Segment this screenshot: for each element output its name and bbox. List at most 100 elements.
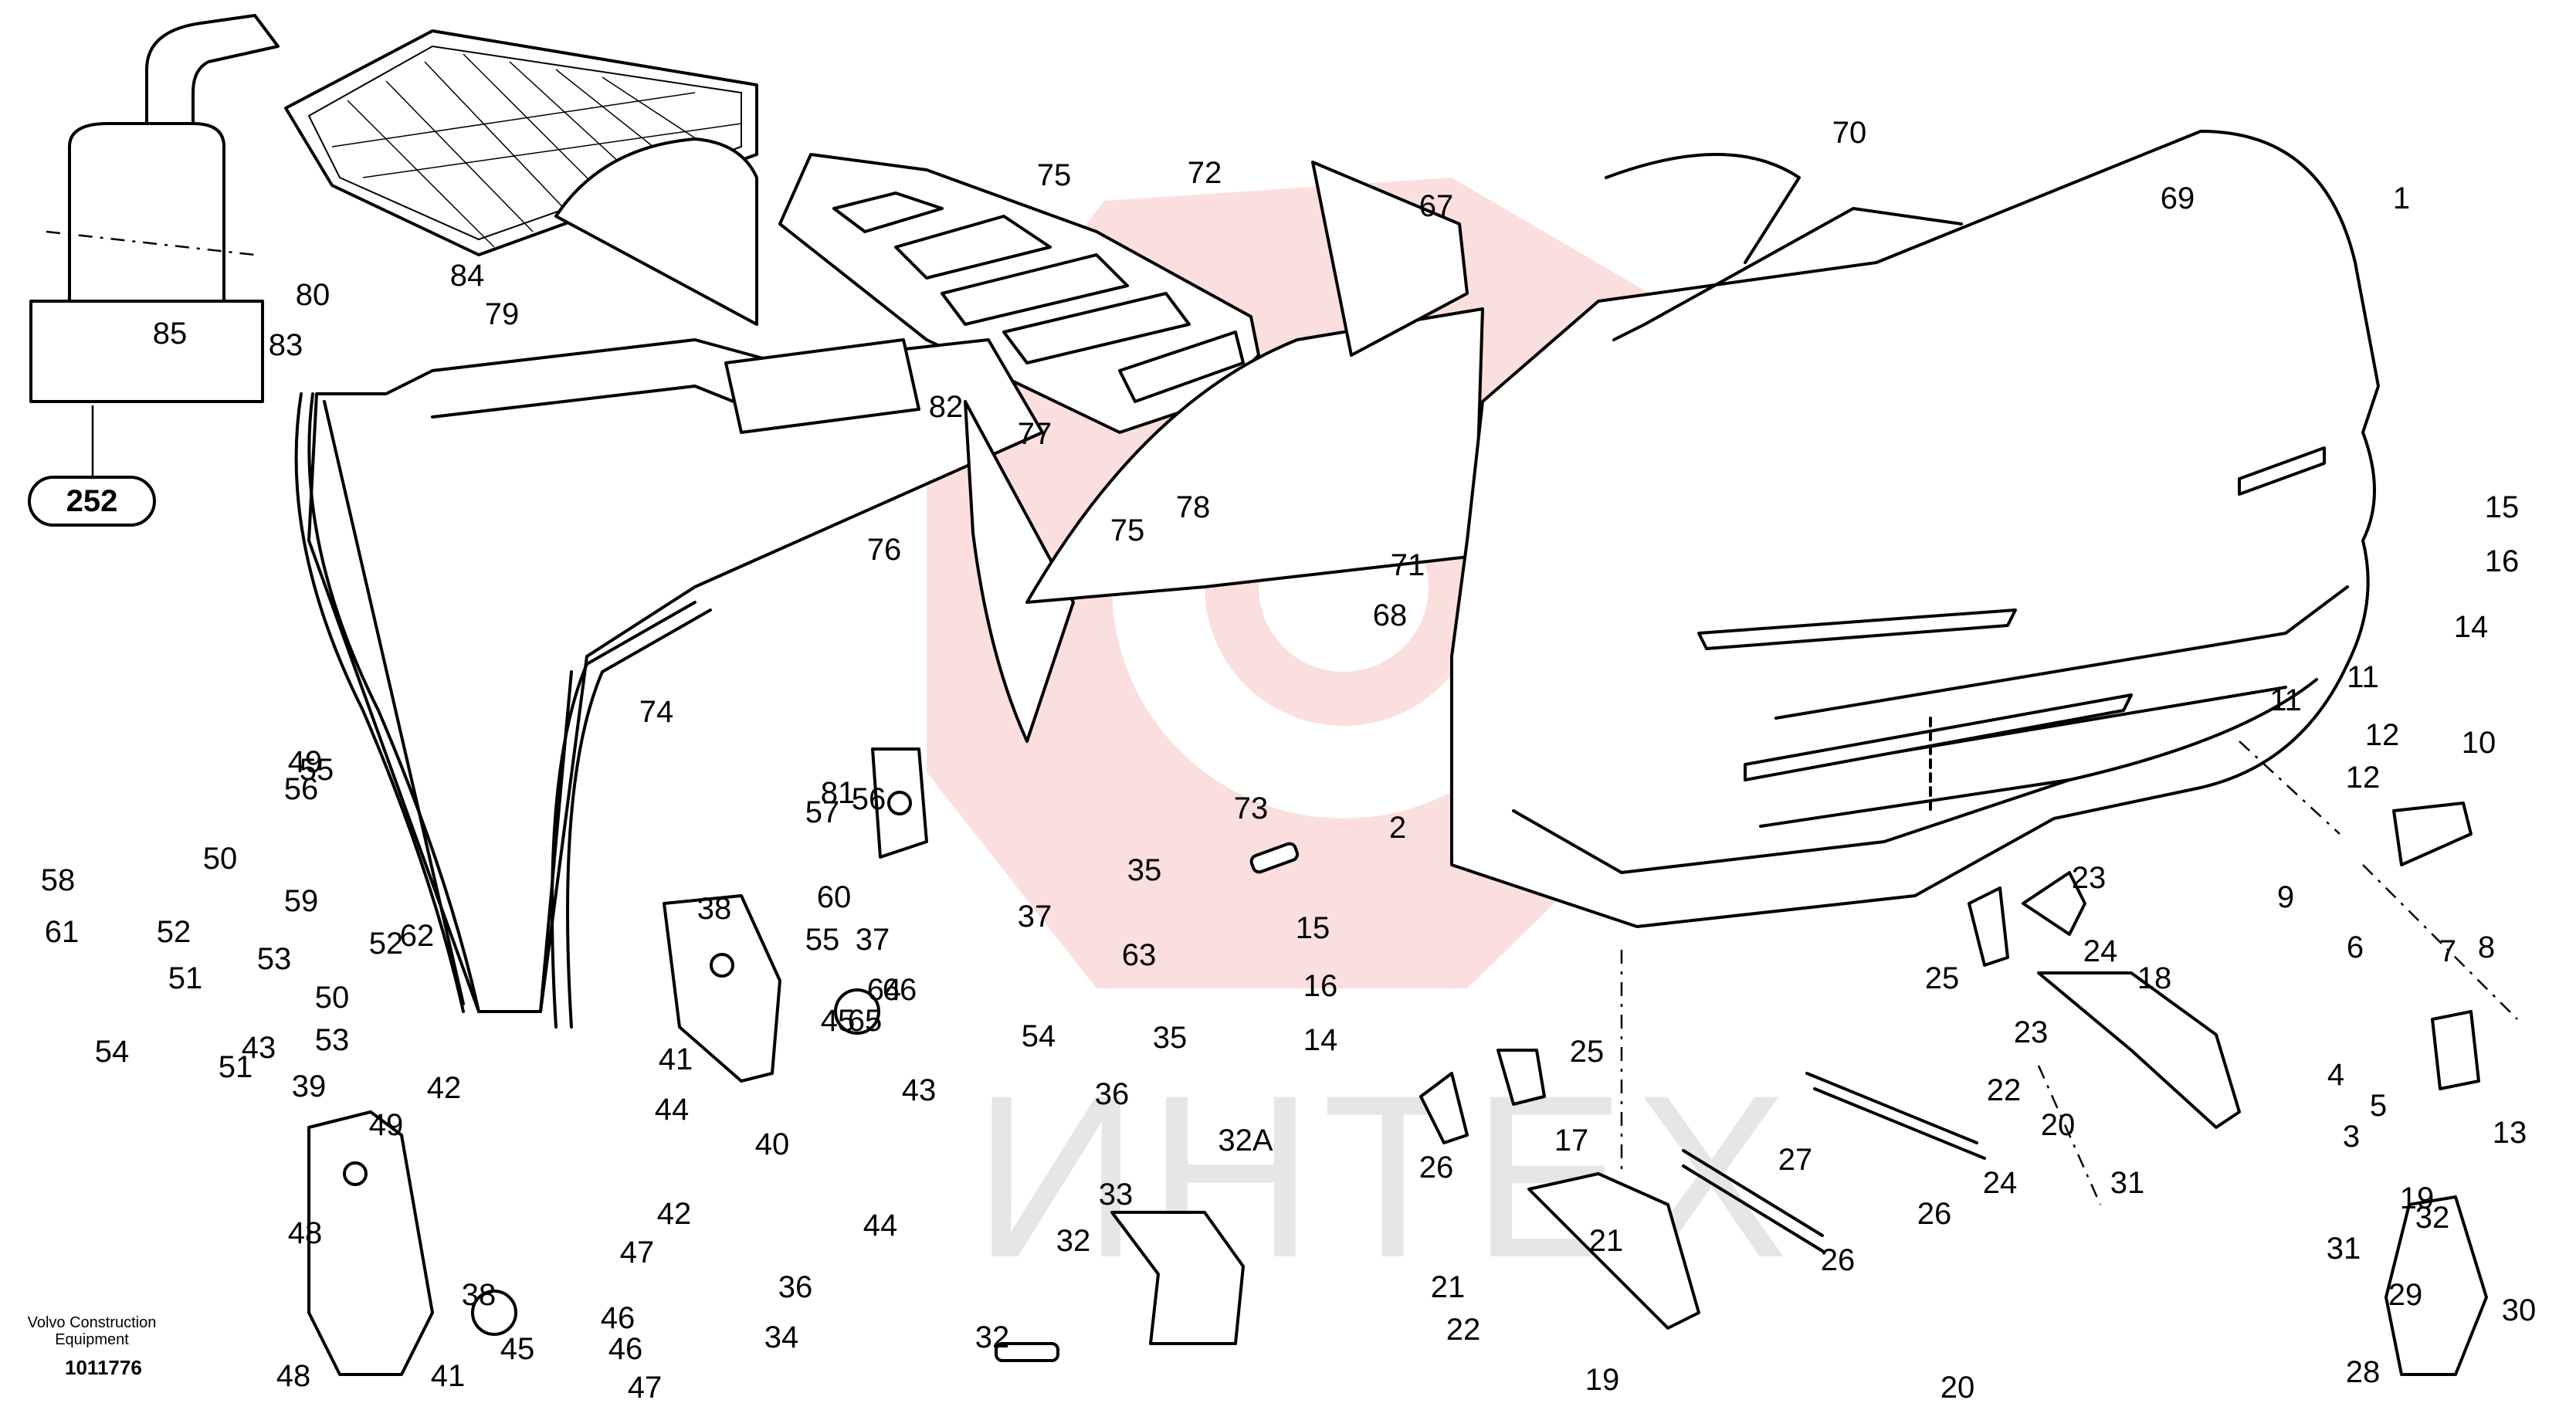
callout-1: 1 [2393, 181, 2410, 215]
callout-38: 38 [697, 892, 732, 926]
reference-box-252[interactable] [28, 476, 156, 527]
callout-51: 51 [219, 1050, 253, 1084]
callout-20: 20 [2041, 1108, 2076, 1142]
callout-2: 2 [1389, 811, 1406, 845]
callout-24: 24 [1983, 1166, 2018, 1200]
callout-82: 82 [929, 390, 964, 424]
callout-4: 4 [2327, 1058, 2344, 1092]
callout-11: 11 [2269, 683, 2302, 717]
seal-strip-62-63 [1605, 153, 1963, 341]
callout-49: 49 [369, 1108, 404, 1142]
callout-35: 35 [1153, 1021, 1188, 1055]
callout-42: 42 [427, 1071, 462, 1105]
callout-77: 77 [1018, 417, 1052, 451]
callout-48: 48 [276, 1359, 311, 1393]
callout-14: 14 [2454, 610, 2489, 644]
callout-78: 78 [1176, 490, 1211, 524]
callout-37: 37 [856, 923, 890, 957]
callout-25: 25 [1570, 1035, 1605, 1069]
callout-15: 15 [2485, 490, 2520, 524]
callout-58: 58 [41, 863, 76, 897]
callout-79: 79 [485, 297, 520, 331]
callout-36: 36 [778, 1270, 813, 1304]
callout-26: 26 [1419, 1151, 1454, 1185]
callout-52: 52 [369, 927, 404, 961]
grille-screen-78 [284, 29, 758, 326]
callout-43: 43 [242, 1031, 276, 1065]
callout-22: 22 [1446, 1313, 1481, 1347]
callout-26: 26 [1917, 1197, 1952, 1231]
top-cover-72 [778, 153, 1260, 434]
callout-83: 83 [269, 328, 303, 362]
callout-54: 54 [95, 1035, 130, 1069]
callout-53: 53 [257, 942, 292, 976]
muffler-exhaust [29, 14, 280, 479]
callout-14: 14 [1303, 1023, 1338, 1057]
callout-7: 7 [2439, 934, 2456, 968]
callout-31: 31 [2327, 1232, 2361, 1266]
callout-25: 25 [1925, 961, 1960, 995]
callout-32A: 32A [1218, 1124, 1273, 1157]
callout-46: 46 [601, 1301, 636, 1335]
callout-76: 76 [867, 533, 902, 567]
callout-70: 70 [1832, 116, 1867, 150]
callout-47: 47 [620, 1235, 655, 1269]
callout-6: 6 [2347, 930, 2364, 964]
callout-5: 5 [2370, 1089, 2387, 1123]
strip-60 [1311, 161, 1469, 357]
callout-26: 26 [1821, 1243, 1856, 1277]
callout-45: 45 [821, 1004, 856, 1038]
callout-52: 52 [157, 915, 192, 949]
callout-69: 69 [2161, 181, 2195, 215]
callout-32: 32 [975, 1320, 1010, 1354]
callout-74: 74 [639, 695, 674, 729]
callout-21: 21 [1589, 1224, 1624, 1258]
callout-23: 23 [2072, 861, 2107, 895]
callout-35: 35 [1127, 853, 1162, 887]
callout-18: 18 [2137, 961, 2172, 995]
callout-19: 19 [1585, 1363, 1620, 1397]
callout-8: 8 [2478, 930, 2495, 964]
callout-41: 41 [659, 1042, 693, 1076]
callout-10: 10 [2462, 726, 2496, 760]
callout-32: 32 [2415, 1201, 2450, 1235]
callout-80: 80 [296, 278, 330, 312]
callout-55: 55 [300, 753, 334, 787]
callout-53: 53 [315, 1023, 350, 1057]
callout-17: 17 [1554, 1124, 1589, 1157]
callout-73: 73 [1234, 791, 1269, 825]
callout-56: 56 [284, 772, 319, 806]
callout-39: 39 [292, 1069, 327, 1103]
callout-16: 16 [1303, 969, 1338, 1003]
callout-22: 22 [1987, 1073, 2022, 1107]
callout-50: 50 [315, 981, 350, 1015]
callout-50: 50 [203, 842, 238, 876]
callout-33: 33 [1099, 1178, 1134, 1212]
callout-28: 28 [2346, 1355, 2381, 1389]
callout-56: 56 [852, 782, 886, 816]
callout-19: 19 [2400, 1181, 2435, 1215]
callout-66: 66 [883, 973, 917, 1007]
callout-31: 31 [2110, 1166, 2145, 1200]
callout-75: 75 [1037, 158, 1072, 192]
callout-29: 29 [2388, 1278, 2423, 1312]
callout-61: 61 [45, 915, 80, 949]
hardware-parts [307, 741, 2518, 1376]
callout-9: 9 [2277, 880, 2294, 914]
callout-30: 30 [2502, 1293, 2537, 1327]
callout-23: 23 [2014, 1015, 2049, 1049]
callout-85: 85 [153, 317, 188, 351]
curved-panel-61-64 [964, 307, 1484, 743]
callout-16: 16 [2485, 544, 2520, 578]
callout-59: 59 [284, 884, 319, 918]
callout-41: 41 [431, 1359, 466, 1393]
callout-51: 51 [168, 961, 203, 995]
callout-44: 44 [655, 1093, 690, 1127]
callout-42: 42 [657, 1197, 692, 1231]
callout-72: 72 [1188, 156, 1222, 190]
callout-37: 37 [1018, 900, 1052, 934]
callout-34: 34 [764, 1320, 799, 1354]
callout-11: 11 [2347, 660, 2379, 694]
